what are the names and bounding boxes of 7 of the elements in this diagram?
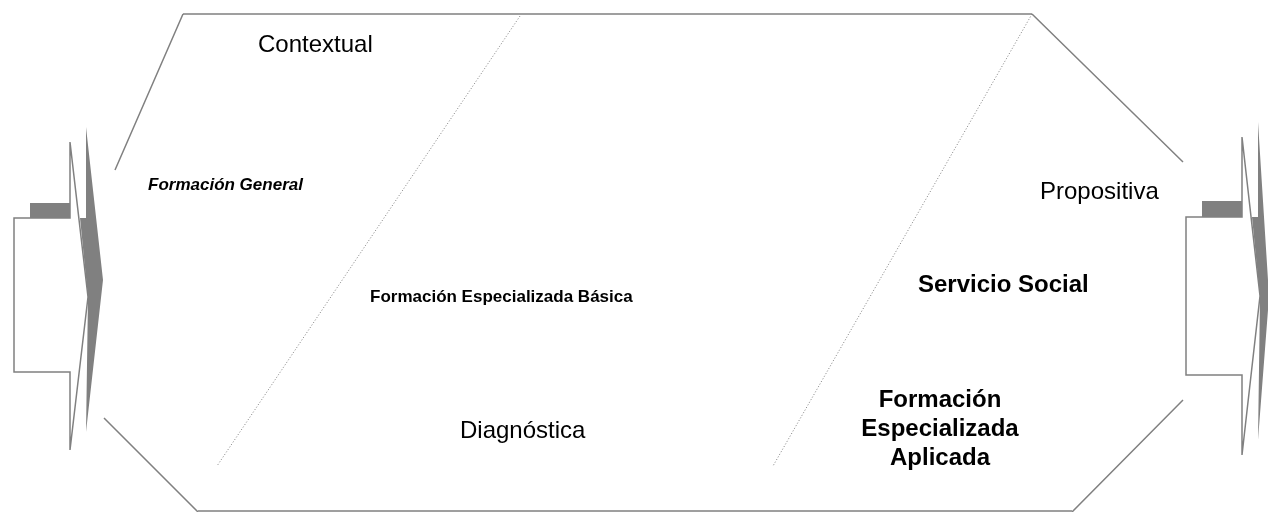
stage-label: Formación Especializada Aplicada <box>860 385 1020 472</box>
stage-label: Formación Especializada Básica <box>370 287 633 308</box>
region-label: Propositiva <box>1040 177 1159 206</box>
stage-label: Formación General <box>148 175 303 196</box>
region-label: Contextual <box>258 30 373 59</box>
stage-label: Servicio Social <box>918 270 1089 299</box>
region-label: Diagnóstica <box>460 416 586 445</box>
